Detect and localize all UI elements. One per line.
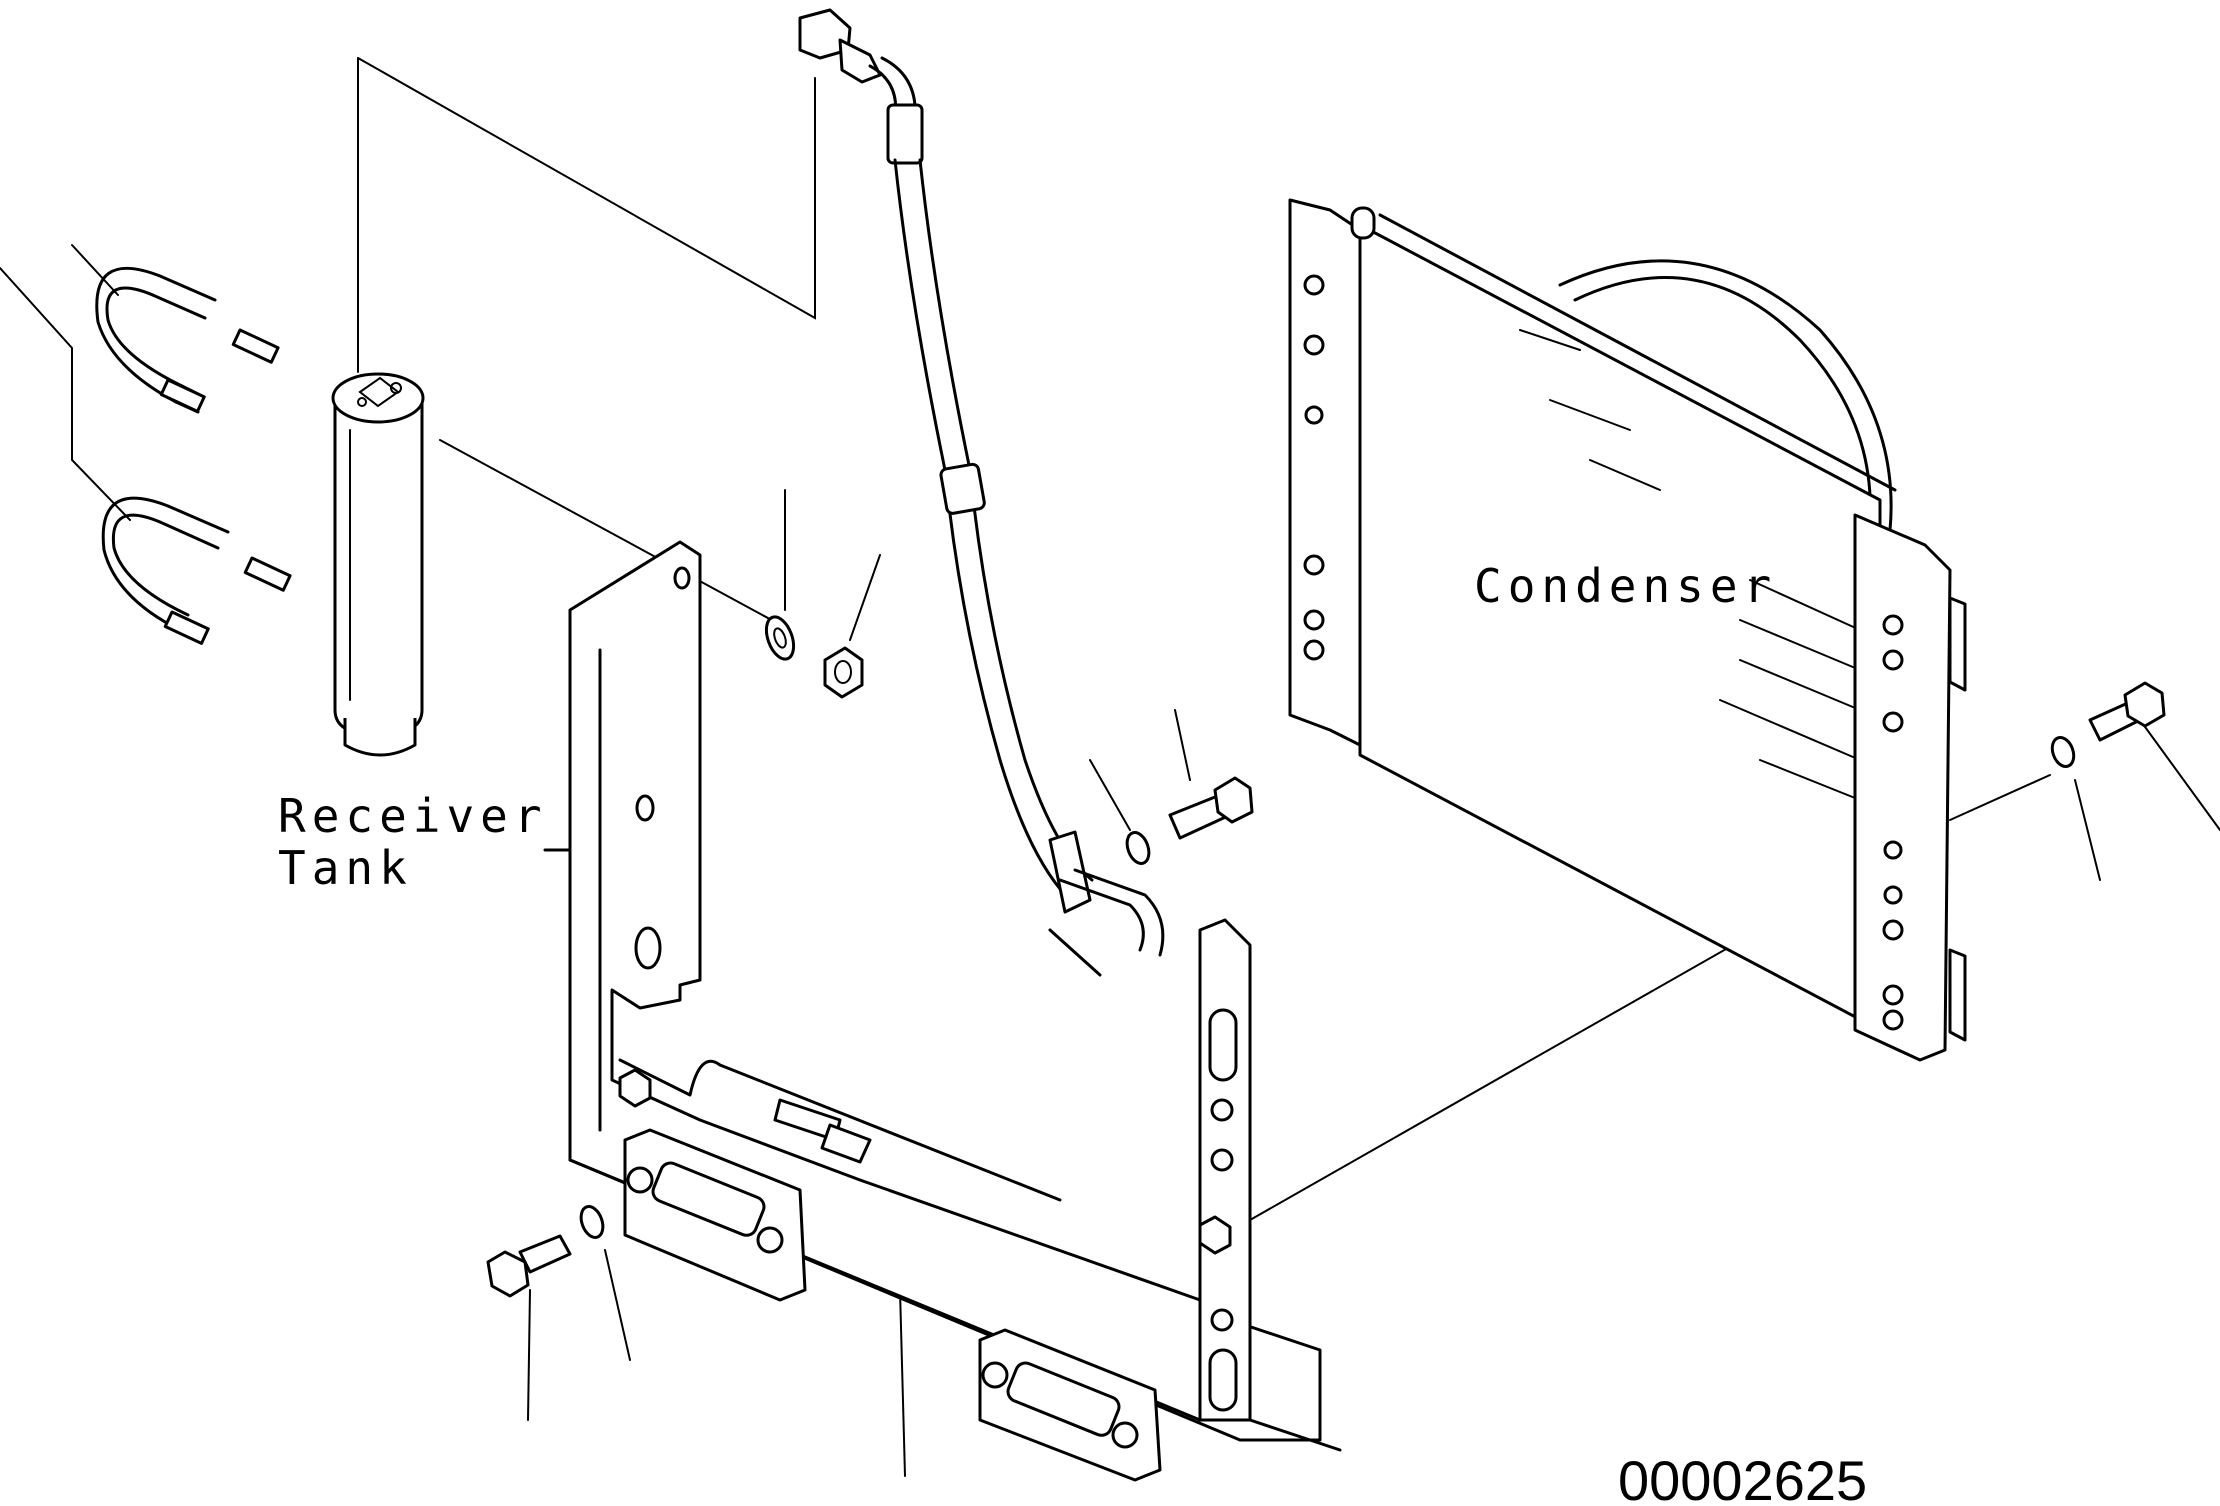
bolt-right <box>2050 681 2166 769</box>
u-bolt-upper <box>95 266 280 414</box>
condenser-label: Condenser <box>1474 559 1777 613</box>
refrigerant-hose <box>798 8 1165 977</box>
condenser <box>1288 198 1967 1062</box>
u-bolt-lower <box>101 496 292 645</box>
receiver-tank-label-line1: Receiver <box>278 789 548 843</box>
receiver-tank <box>331 372 425 757</box>
receiver-tank-label-line2: Tank <box>278 841 413 895</box>
washer-nut-group <box>764 615 1151 865</box>
figure-id: 00002625 <box>1618 1449 1867 1506</box>
bolt-bottom-left <box>486 1205 605 1298</box>
hinge-lower-left <box>623 1128 807 1302</box>
mounting-bracket <box>543 540 1342 1452</box>
bolt-center <box>1168 776 1254 840</box>
hinge-lower-right <box>978 1328 1162 1482</box>
